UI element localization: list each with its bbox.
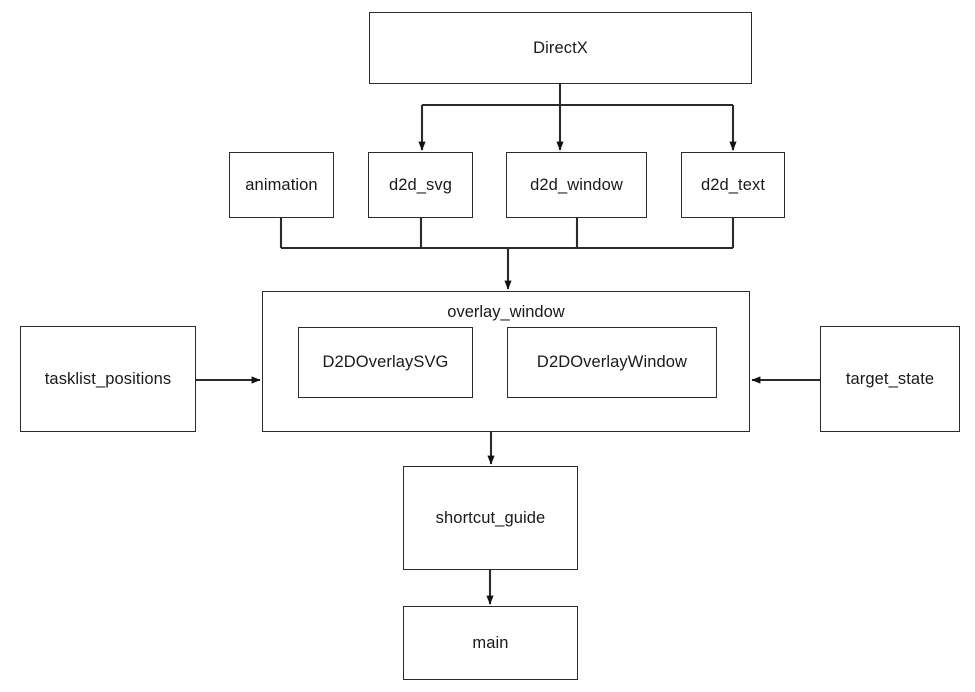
node-label-d2doverlaywindow: D2DOverlayWindow — [536, 353, 688, 371]
node-d2d-text[interactable]: d2d_text — [681, 152, 785, 218]
node-label-d2d-text: d2d_text — [700, 175, 766, 194]
node-shortcut-guide[interactable]: shortcut_guide — [403, 466, 578, 570]
node-label-tasklist-positions: tasklist_positions — [44, 369, 172, 388]
node-label-d2doverlaysvg: D2DOverlaySVG — [322, 353, 449, 371]
node-target-state[interactable]: target_state — [820, 326, 960, 432]
node-label-overlay-window: overlay_window — [447, 303, 565, 321]
node-label-directx: DirectX — [533, 38, 588, 57]
node-d2doverlaysvg[interactable]: D2DOverlaySVG — [298, 327, 473, 398]
node-overlay-window-group[interactable]: overlay_window — [262, 291, 750, 432]
node-d2d-window[interactable]: d2d_window — [506, 152, 647, 218]
node-main[interactable]: main — [403, 606, 578, 680]
node-label-d2d-svg: d2d_svg — [388, 175, 453, 194]
node-d2d-svg[interactable]: d2d_svg — [368, 152, 473, 218]
node-label-shortcut-guide: shortcut_guide — [435, 508, 546, 527]
node-label-target-state: target_state — [845, 369, 935, 388]
node-animation[interactable]: animation — [229, 152, 334, 218]
node-label-animation: animation — [245, 175, 318, 194]
node-label-d2d-window: d2d_window — [530, 175, 623, 194]
node-d2doverlaywindow[interactable]: D2DOverlayWindow — [507, 327, 717, 398]
node-tasklist-positions[interactable]: tasklist_positions — [20, 326, 196, 432]
node-label-main: main — [472, 633, 509, 652]
node-directx[interactable]: DirectX — [369, 12, 752, 84]
